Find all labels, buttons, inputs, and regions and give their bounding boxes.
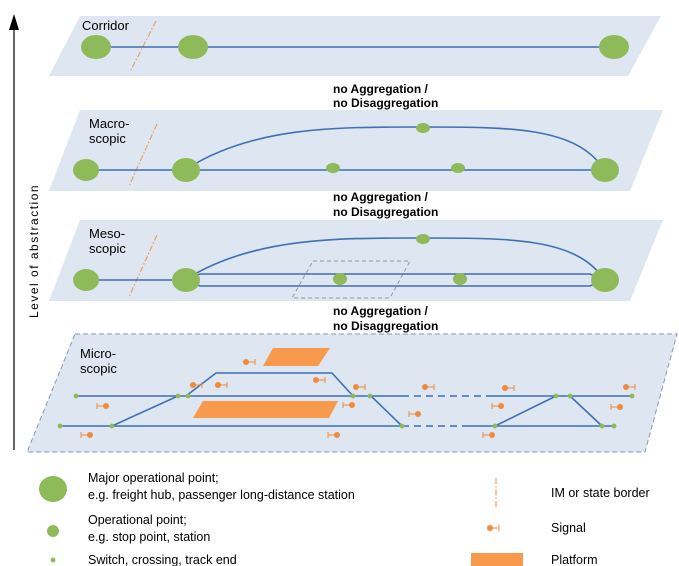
track [494, 395, 557, 427]
major-operational-point [178, 35, 208, 59]
macroscopic-plane [49, 110, 663, 191]
macroscopic-label-1: Macro- [89, 116, 129, 131]
switch-dot [57, 423, 63, 429]
track [111, 395, 179, 427]
operational-point [416, 234, 430, 244]
corridor-layer: Corridor [49, 16, 661, 76]
signal-icon [215, 382, 228, 388]
microscopic-plane [26, 333, 678, 453]
signal-icon [422, 384, 435, 390]
switch-dot [492, 423, 498, 429]
signal-icon [80, 432, 93, 438]
platform-icon [471, 553, 523, 566]
operational-point [333, 273, 347, 285]
switch-dot [175, 393, 181, 399]
abstraction-axis: Level of abstraction [9, 14, 41, 450]
signal-icon [502, 385, 515, 391]
aggregation-note-line-1: no Aggregation / [333, 304, 429, 318]
aggregation-note-line-1: no Aggregation / [333, 82, 429, 96]
mesoscopic-label-1: Meso- [89, 226, 125, 241]
legend-border-text: IM or state border [551, 486, 650, 500]
switch-dot [350, 393, 356, 399]
legend-op-text-1: Operational point; [88, 513, 187, 527]
corridor-plane [49, 16, 661, 76]
legend-switch-text: Switch, crossing, track end [88, 553, 237, 566]
axis-label: Level of abstraction [27, 184, 41, 318]
mesoscopic-layer: Meso- scopic [49, 220, 663, 301]
operational-point [416, 123, 430, 133]
signal-icon [623, 384, 636, 390]
macroscopic-label-2: scopic [89, 131, 126, 146]
track [569, 395, 603, 427]
legend-switch: Switch, crossing, track end [50, 553, 237, 566]
switch-dot [399, 423, 405, 429]
signal-icon [96, 403, 109, 409]
detail-frame [291, 260, 411, 299]
aggregation-note-line-1: no Aggregation / [333, 190, 429, 204]
operational-point-icon [47, 525, 59, 537]
signal-icon [610, 404, 623, 410]
signal-icon [190, 382, 203, 388]
aggregation-note-line-2: no Disaggregation [333, 205, 438, 219]
switch-dot [367, 393, 373, 399]
switch-dot [109, 423, 115, 429]
operational-point [453, 273, 467, 285]
signal-icon [342, 402, 355, 408]
switch-dot-icon [50, 557, 56, 563]
legend-major-op-text-2: e.g. freight hub, passenger long-distanc… [88, 488, 355, 502]
legend-signal: Signal [487, 521, 586, 535]
signal-icon [353, 384, 366, 390]
signal-icon [482, 432, 495, 438]
track [370, 395, 403, 427]
switch-dot [599, 423, 605, 429]
switch-dot [567, 393, 573, 399]
legend-platform: Platform [471, 553, 598, 566]
switch-dot [185, 393, 191, 399]
microscopic-layer: Micro- scopic [26, 333, 678, 453]
signal-icon [487, 525, 500, 531]
major-operational-point-icon [39, 476, 67, 502]
legend-major-operational-point: Major operational point; e.g. freight hu… [39, 471, 355, 502]
macroscopic-layer: Macro- scopic [49, 110, 663, 191]
major-operational-point [591, 268, 619, 292]
major-operational-point [73, 159, 99, 181]
signal-icon [491, 403, 504, 409]
signal-icon [313, 377, 326, 383]
corridor-label: Corridor [82, 18, 130, 33]
aggregation-note-line-2: no Disaggregation [333, 96, 438, 110]
legend-operational-point: Operational point; e.g. stop point, stat… [47, 513, 210, 544]
axis-arrowhead [9, 14, 19, 30]
legend: Major operational point; e.g. freight hu… [39, 471, 650, 566]
major-operational-point [591, 158, 619, 182]
legend-border: IM or state border [495, 478, 650, 508]
microscopic-label-1: Micro- [80, 346, 116, 361]
mesoscopic-label-2: scopic [89, 241, 126, 256]
signal-icon [243, 359, 256, 365]
legend-op-text-2: e.g. stop point, station [88, 530, 210, 544]
platform [193, 401, 338, 418]
aggregation-note-line-2: no Disaggregation [333, 319, 438, 333]
major-operational-point [81, 35, 111, 59]
platform [263, 348, 330, 366]
switch-dot [73, 393, 79, 399]
switch-dot [629, 393, 635, 399]
microscopic-label-2: scopic [80, 361, 117, 376]
signal-icon [327, 432, 340, 438]
operational-point [326, 163, 340, 173]
switch-dot [553, 393, 559, 399]
legend-major-op-text-1: Major operational point; [88, 471, 219, 485]
major-operational-point [599, 35, 629, 59]
legend-signal-text: Signal [551, 521, 586, 535]
operational-point [451, 163, 465, 173]
major-operational-point [172, 158, 200, 182]
switch-dot [611, 423, 617, 429]
major-operational-point [73, 269, 99, 291]
legend-platform-text: Platform [551, 553, 598, 566]
signal-icon [408, 411, 421, 417]
major-operational-point [172, 268, 200, 292]
